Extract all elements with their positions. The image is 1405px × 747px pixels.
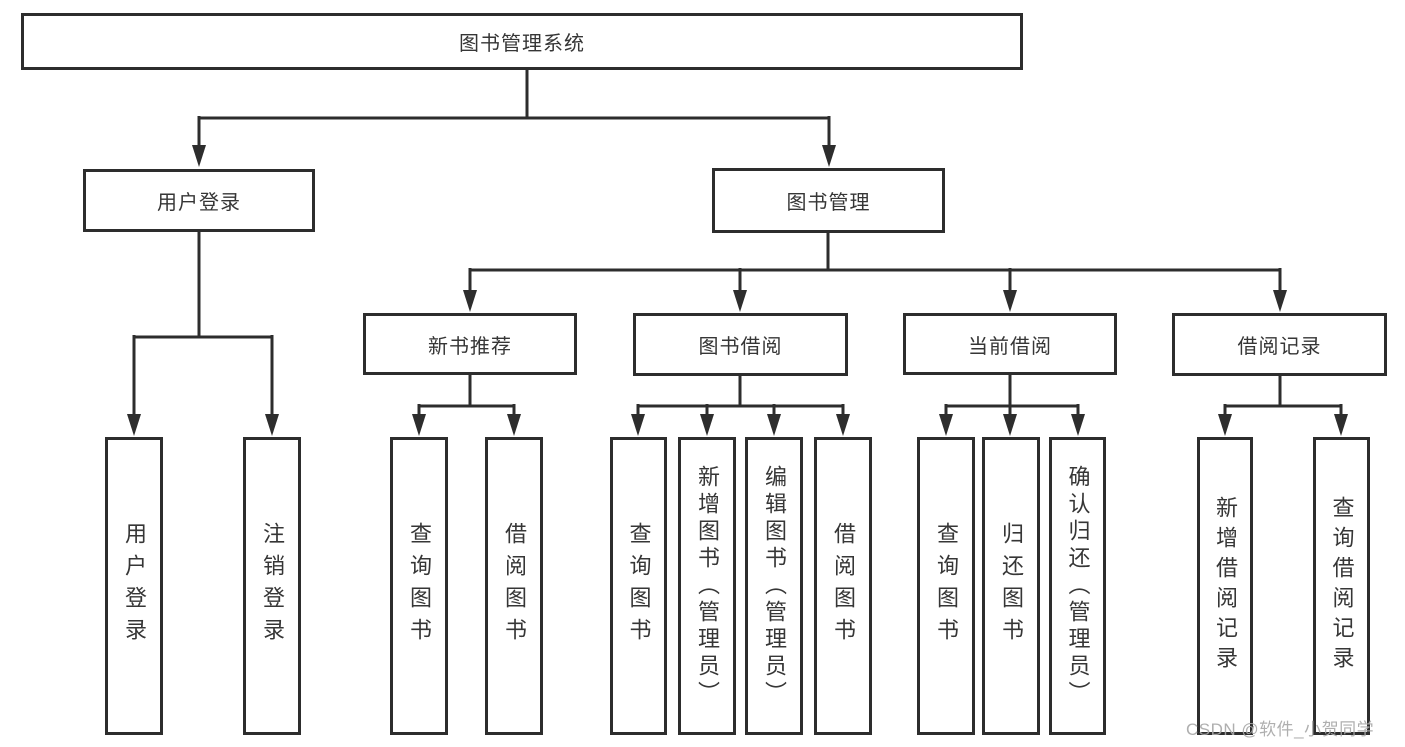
node-new-book-rec: 新书推荐 [363, 313, 577, 375]
arrow-rec-leaf-1 [412, 414, 426, 436]
arrow-borrow-leaf-1 [631, 414, 645, 436]
node-current-borrow: 当前借阅 [903, 313, 1117, 375]
leaf-edit-books-admin: 编辑图书（管理员） [745, 437, 803, 735]
connector-user-login-children [132, 232, 274, 416]
leaf-borrow-query-books: 查询图书 [610, 437, 667, 735]
node-user-login: 用户登录 [83, 169, 315, 232]
arrow-current-leaf-2 [1003, 414, 1017, 436]
connector-current-borrow-children [944, 375, 1080, 416]
connector-borrow-record-children [1223, 376, 1343, 416]
node-borrow-record: 借阅记录 [1172, 313, 1387, 376]
leaf-query-borrow-record: 查询借阅记录 [1313, 437, 1370, 735]
leaf-return-books: 归还图书 [982, 437, 1040, 735]
arrow-to-borrow-record [1273, 290, 1287, 312]
arrow-record-leaf-1 [1218, 414, 1232, 436]
arrow-current-leaf-3 [1071, 414, 1085, 436]
leaf-rec-borrow-books: 借阅图书 [485, 437, 543, 735]
csdn-watermark: CSDN @软件_小贺同学 [1186, 720, 1375, 739]
leaf-add-borrow-record: 新增借阅记录 [1197, 437, 1253, 735]
arrow-to-user-login-leaf [127, 414, 141, 436]
leaf-user-login: 用户登录 [105, 437, 163, 735]
connector-new-book-rec-children [417, 375, 516, 416]
node-book-mgmt: 图书管理 [712, 168, 945, 233]
node-book-borrow: 图书借阅 [633, 313, 848, 376]
connector-strokes [132, 70, 1343, 416]
leaf-current-query-books: 查询图书 [917, 437, 975, 735]
arrow-borrow-leaf-3 [767, 414, 781, 436]
leaf-add-books-admin: 新增图书（管理员） [678, 437, 736, 735]
arrow-to-new-book-rec [463, 290, 477, 312]
leaf-logout: 注销登录 [243, 437, 301, 735]
arrow-borrow-leaf-4 [836, 414, 850, 436]
arrow-to-current-borrow [1003, 290, 1017, 312]
node-root-library-system: 图书管理系统 [21, 13, 1023, 70]
leaf-borrow-borrow-books: 借阅图书 [814, 437, 872, 735]
arrow-to-logout-leaf [265, 414, 279, 436]
arrowheads [127, 145, 1348, 436]
arrow-to-book-mgmt [822, 145, 836, 167]
leaf-rec-query-books: 查询图书 [390, 437, 448, 735]
connector-book-borrow-children [636, 376, 845, 416]
arrow-record-leaf-2 [1334, 414, 1348, 436]
arrow-current-leaf-1 [939, 414, 953, 436]
arrow-rec-leaf-2 [507, 414, 521, 436]
arrow-to-user-login [192, 145, 206, 167]
leaf-confirm-return-admin: 确认归还（管理员） [1049, 437, 1106, 735]
connector-root-to-level2 [197, 70, 831, 147]
arrow-to-book-borrow [733, 290, 747, 312]
arrow-borrow-leaf-2 [700, 414, 714, 436]
connector-book-mgmt-children [468, 233, 1282, 291]
